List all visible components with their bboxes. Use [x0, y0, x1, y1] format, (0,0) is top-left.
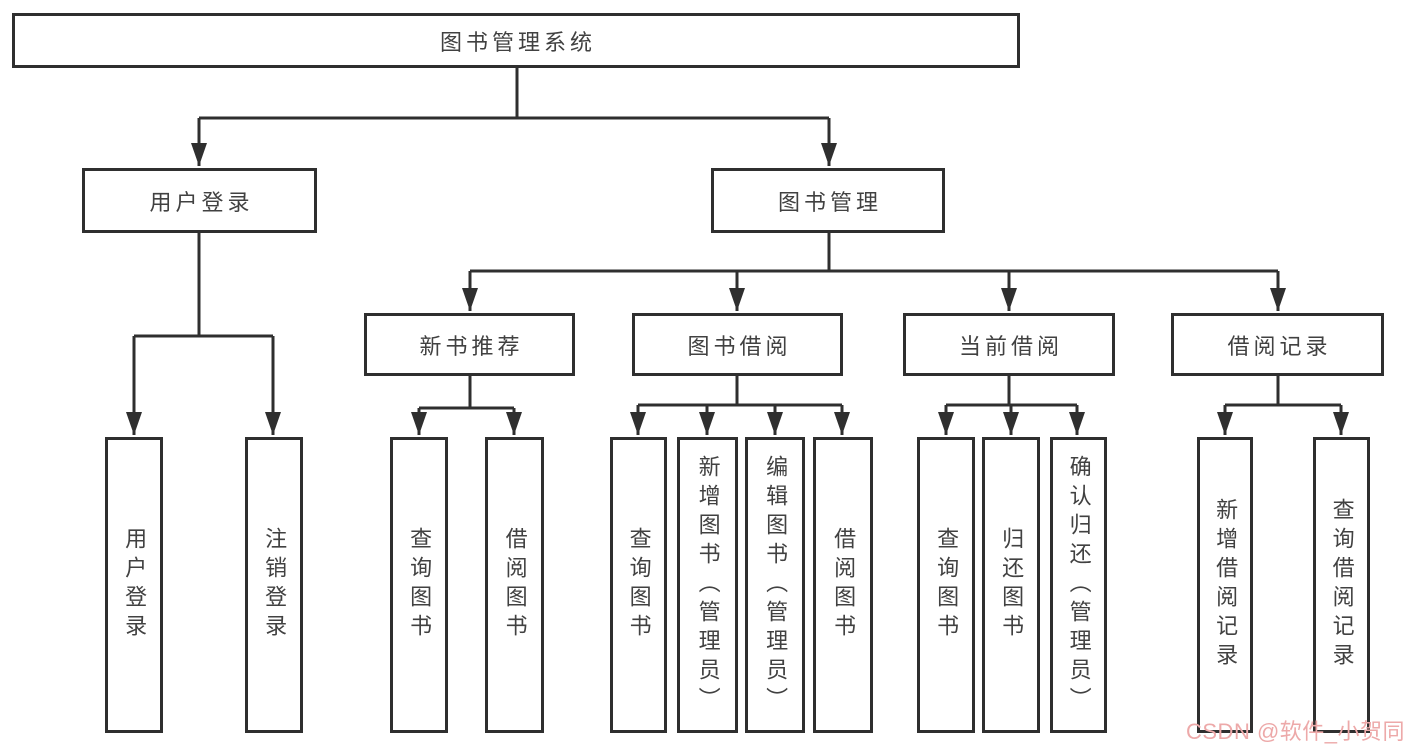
node-leaf-query-books-borrow: 查询图书 [610, 437, 667, 733]
node-leaf-edit-book-admin: 编辑图书（管理员） [745, 437, 805, 733]
node-leaf-borrow-books-rec: 借阅图书 [485, 437, 544, 733]
csdn-watermark: CSDN @软件_小贺同学 [1186, 719, 1405, 744]
node-label: 当前借阅 [958, 333, 1063, 359]
node-new-book-rec: 新书推荐 [364, 313, 575, 376]
node-leaf-user-login: 用户登录 [105, 437, 163, 733]
node-book-mgmt: 图书管理 [711, 168, 945, 233]
node-label: 查询图书 [934, 527, 960, 643]
node-leaf-logout: 注销登录 [245, 437, 303, 733]
node-leaf-borrow-books: 借阅图书 [813, 437, 873, 733]
node-user-login: 用户登录 [82, 168, 317, 233]
node-label: 借阅图书 [502, 527, 528, 643]
node-leaf-query-books-rec: 查询图书 [390, 437, 448, 733]
node-label: 查询借阅记录 [1329, 498, 1355, 672]
node-label: 新增借阅记录 [1213, 498, 1239, 672]
node-current-borrow: 当前借阅 [903, 313, 1115, 376]
node-root: 图书管理系统 [12, 13, 1020, 68]
node-label: 归还图书 [999, 527, 1025, 643]
connector-spine-current-borrow [946, 376, 1077, 407]
connector-spine-borrow-records [1225, 376, 1341, 407]
node-label: 新书推荐 [419, 333, 524, 359]
node-label: 用户登录 [149, 189, 254, 215]
node-label: 查询图书 [407, 527, 433, 643]
connector-spine-root [199, 68, 829, 120]
node-book-borrow: 图书借阅 [632, 313, 843, 376]
node-label: 图书管理系统 [439, 29, 596, 55]
node-leaf-return-books: 归还图书 [982, 437, 1040, 733]
node-label: 注销登录 [262, 527, 288, 643]
node-leaf-query-borrow-record: 查询借阅记录 [1313, 437, 1370, 733]
node-label: 借阅图书 [831, 527, 857, 643]
node-label: 图书借阅 [687, 333, 792, 359]
node-borrow-records: 借阅记录 [1171, 313, 1384, 376]
node-leaf-confirm-return-admin: 确认归还（管理员） [1050, 437, 1107, 733]
connector-spine-book-mgmt [470, 233, 1278, 273]
connector-spine-user-login [134, 233, 273, 338]
node-label: 编辑图书（管理员） [763, 454, 789, 716]
connector-spine-book-borrow [638, 376, 842, 407]
node-leaf-add-borrow-record: 新增借阅记录 [1197, 437, 1253, 733]
node-label: 新增图书（管理员） [695, 454, 721, 716]
node-label: 图书管理 [777, 189, 882, 215]
node-leaf-query-books-current: 查询图书 [917, 437, 975, 733]
node-label: 用户登录 [122, 527, 148, 643]
node-label: 查询图书 [626, 527, 652, 643]
node-leaf-add-book-admin: 新增图书（管理员） [677, 437, 738, 733]
node-label: 确认归还（管理员） [1066, 454, 1092, 716]
node-label: 借阅记录 [1227, 333, 1332, 359]
connector-spine-new-book-rec [419, 376, 514, 410]
